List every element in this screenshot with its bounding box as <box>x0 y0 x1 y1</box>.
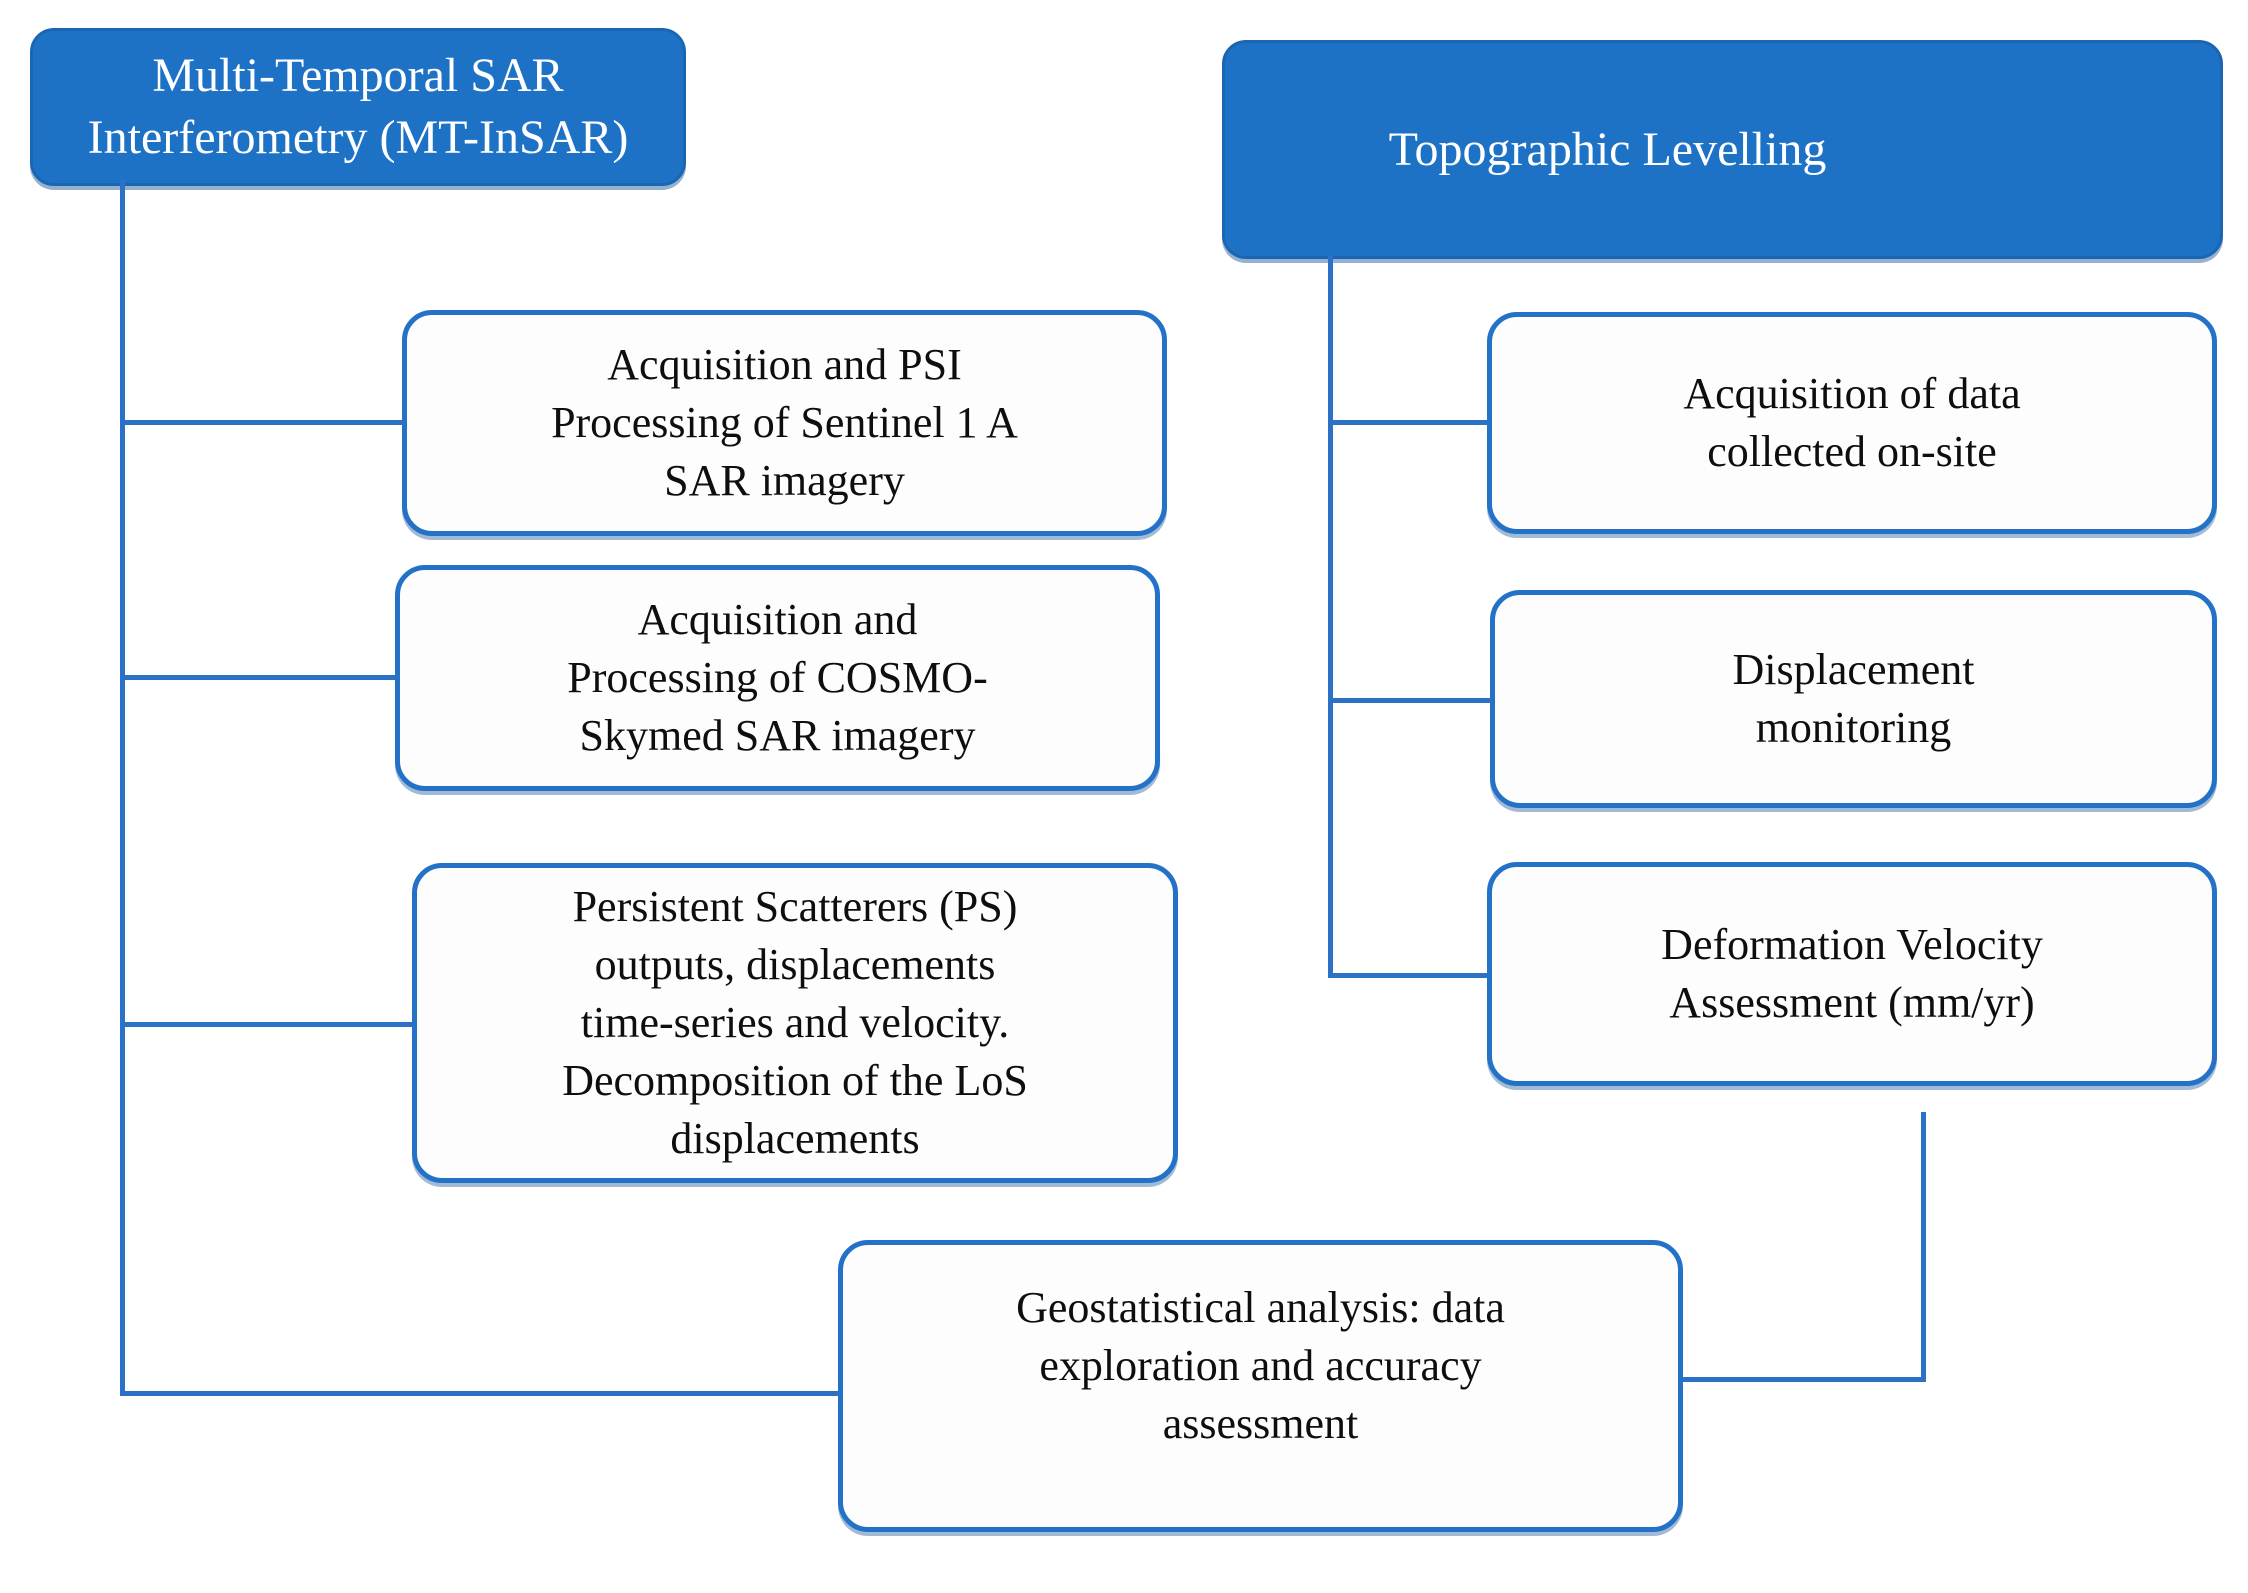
connector-velocity-to-merge <box>1683 1377 1926 1382</box>
connector-left-branch-3 <box>120 1022 415 1027</box>
process-node-sentinel-psi: Acquisition and PSI Processing of Sentin… <box>402 310 1167 536</box>
process-node-geostatistical-analysis: Geostatistical analysis: data exploratio… <box>838 1240 1683 1532</box>
header-node-mt-insar: Multi-Temporal SAR Interferometry (MT-In… <box>30 28 686 186</box>
process-node-onsite-data: Acquisition of data collected on-site <box>1487 312 2217 534</box>
process-node-ps-outputs: Persistent Scatterers (PS) outputs, disp… <box>412 863 1178 1183</box>
connector-left-trunk <box>120 180 125 1396</box>
process-node-deformation-velocity: Deformation Velocity Assessment (mm/yr) <box>1487 862 2217 1086</box>
connector-velocity-elbow-vertical <box>1921 1112 1926 1382</box>
connector-right-trunk <box>1328 255 1333 978</box>
process-node-cosmo-skymed: Acquisition and Processing of COSMO- Sky… <box>395 565 1160 791</box>
header-node-topographic-levelling: Topographic Levelling <box>1222 40 2223 259</box>
connector-left-branch-2 <box>120 675 400 680</box>
header-node-topographic-levelling-label: Topographic Levelling <box>1388 122 1827 176</box>
process-node-displacement-monitoring: Displacement monitoring <box>1490 590 2217 808</box>
connector-left-to-merge <box>120 1391 840 1396</box>
connector-right-branch-1 <box>1328 420 1490 425</box>
connector-left-branch-1 <box>120 420 405 425</box>
connector-right-branch-2 <box>1328 698 1493 703</box>
connector-right-branch-3 <box>1328 973 1490 978</box>
